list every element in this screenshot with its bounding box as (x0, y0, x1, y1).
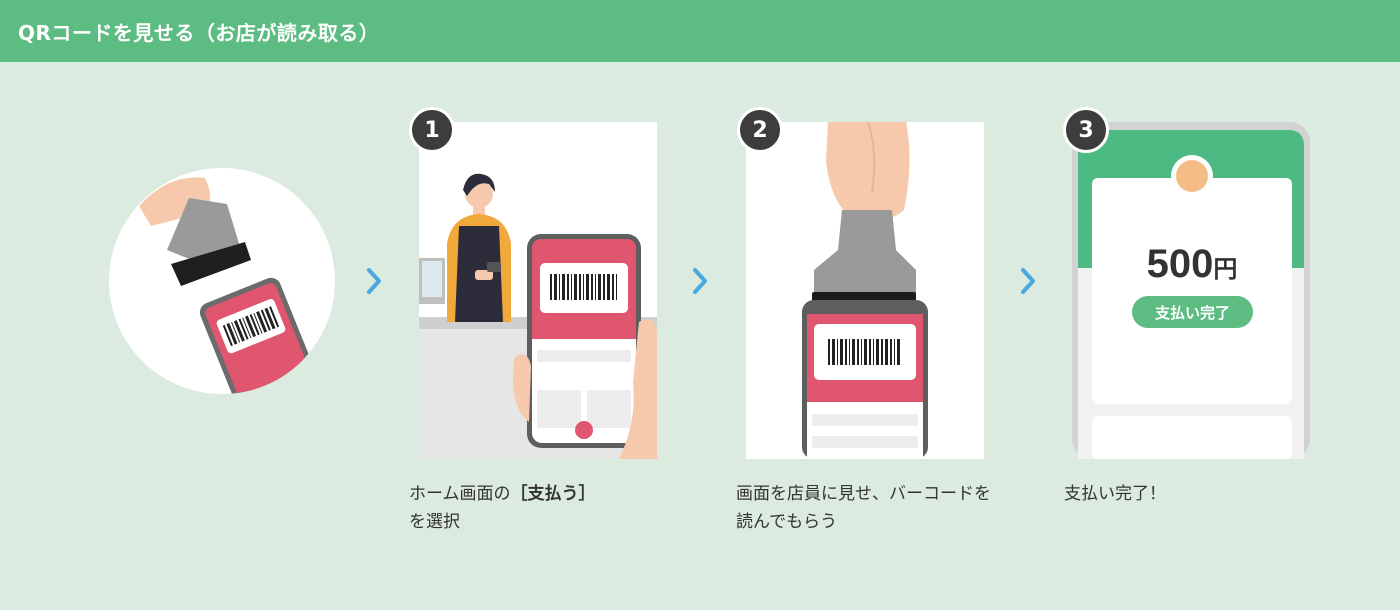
step-3-illustration (1072, 122, 1310, 459)
step-2-illustration (746, 122, 984, 459)
payment-steps: 1 (0, 62, 1400, 610)
chevron-right-icon (367, 268, 381, 294)
step-1-caption-prefix: ホーム画面の (409, 484, 511, 504)
pay-menu-label: ［支払う］ (510, 484, 596, 504)
step-1-caption-suffix: を選択 (409, 512, 460, 532)
amount-value: 500 (1146, 242, 1214, 286)
amount-unit: 円 (1213, 255, 1238, 283)
payment-complete-badge: 支払い完了 (1132, 296, 1253, 328)
step-number-badge: 2 (737, 107, 783, 153)
payment-amount: 500円 (1072, 242, 1312, 287)
scan-illustration (109, 168, 335, 394)
step-number-badge: 3 (1063, 107, 1109, 153)
step-1-illustration (419, 122, 657, 459)
step-3-caption: 支払い完了！ (1064, 484, 1166, 504)
step-2-caption: 画面を店員に見せ、バーコードを読んでもらう (736, 484, 991, 532)
chevron-right-icon (1021, 268, 1035, 294)
step-number-badge: 1 (409, 107, 455, 153)
section-header: QRコードを見せる（お店が読み取る） (0, 0, 1400, 62)
step-1-caption: ホーム画面の［支払う］ を選択 (409, 480, 679, 536)
chevron-right-icon (693, 268, 707, 294)
section-title: QRコードを見せる（お店が読み取る） (18, 20, 380, 45)
